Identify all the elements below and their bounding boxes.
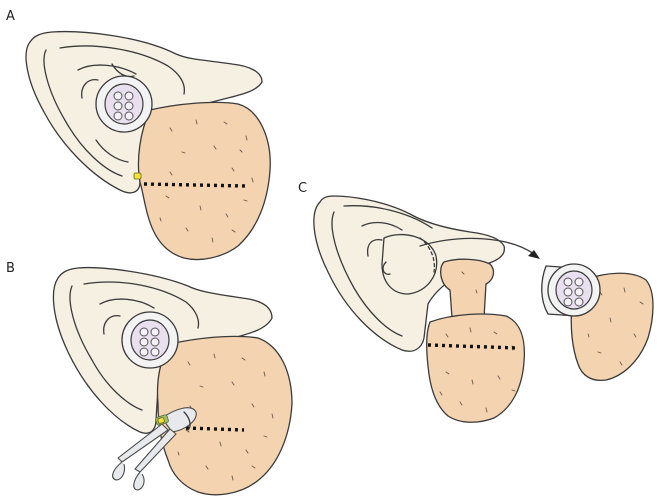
panel-b-label: B xyxy=(6,261,15,276)
panel-b-valve-icon xyxy=(122,312,178,368)
panel-a-marker xyxy=(134,173,141,179)
panel-a-label: A xyxy=(6,9,15,24)
panel-c-skin-flap xyxy=(427,314,525,422)
panel-a-skin-flap xyxy=(138,102,270,259)
panel-a-valve-icon xyxy=(96,76,152,132)
panel-c: C xyxy=(298,181,653,422)
panel-a: A xyxy=(6,9,270,260)
panel-c-label: C xyxy=(298,181,307,196)
panel-b: B xyxy=(6,261,292,495)
panel-a-incision-line xyxy=(144,184,246,186)
panel-c-explant-valve-icon xyxy=(542,264,600,316)
panel-b-incision-line xyxy=(186,428,244,430)
panel-c-pedicle xyxy=(441,259,494,318)
